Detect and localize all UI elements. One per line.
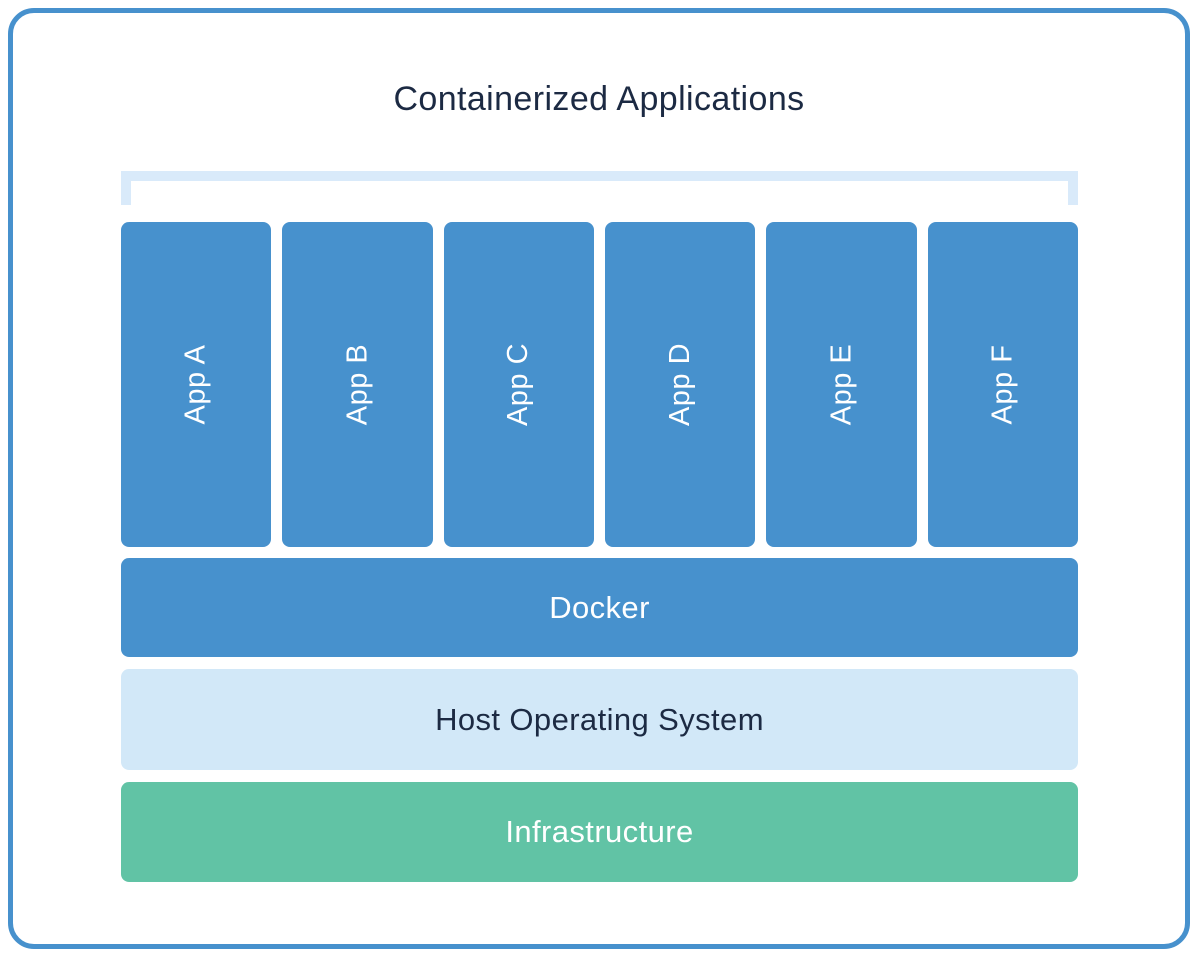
apps-row: App A App B App C App D App E App F — [121, 222, 1078, 547]
app-box-a: App A — [121, 222, 272, 547]
docker-layer-label: Docker — [549, 589, 650, 625]
infrastructure-layer: Infrastructure — [121, 782, 1078, 882]
app-box-c: App C — [443, 222, 594, 547]
host-os-layer-label: Host Operating System — [435, 701, 764, 737]
app-a-label: App A — [179, 344, 212, 425]
app-c-label: App C — [502, 342, 535, 427]
app-box-d: App D — [604, 222, 756, 547]
app-d-label: App D — [663, 342, 696, 427]
app-box-f: App F — [927, 222, 1078, 547]
app-f-label: App F — [986, 344, 1019, 425]
app-box-e: App E — [766, 222, 917, 547]
docker-layer: Docker — [121, 558, 1078, 657]
containerized-apps-bracket — [121, 171, 1078, 205]
app-b-label: App B — [340, 343, 373, 426]
infrastructure-layer-label: Infrastructure — [505, 814, 694, 849]
diagram-title: Containerized Applications — [393, 80, 805, 118]
card-border — [8, 8, 1190, 949]
app-e-label: App E — [824, 343, 857, 426]
app-box-b: App B — [282, 222, 433, 547]
host-os-layer: Host Operating System — [121, 669, 1078, 770]
